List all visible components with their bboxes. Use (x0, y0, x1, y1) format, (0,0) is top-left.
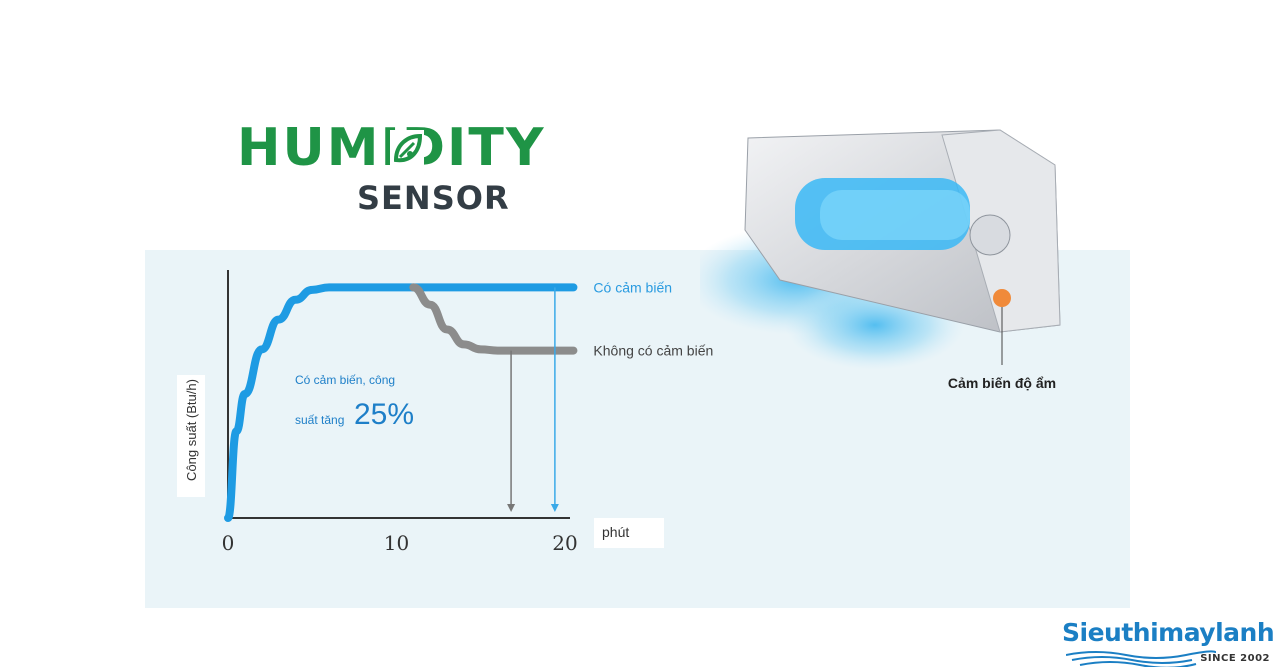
annotation-value: 25% (354, 398, 414, 431)
series-label-1: Không có cảm biến (593, 343, 713, 359)
annotation-line2: suất tăng (295, 413, 344, 427)
air-conditioner-image: Cảm biến độ ẩm (700, 129, 1061, 391)
wave-icon (1066, 650, 1216, 667)
xlabel-box (594, 518, 664, 548)
logo-name: Sieuthimaylanh (1062, 618, 1275, 647)
x-tick-label-1: 10 (384, 531, 409, 555)
drop-arrow-1 (550, 504, 559, 512)
series-label-0: Có cảm biến (593, 279, 672, 295)
marker-layer (507, 287, 559, 512)
ylabel: Công suất (Btu/h) (184, 379, 199, 481)
sensor-dot (993, 289, 1011, 307)
device-label: Cảm biến độ ẩm (948, 375, 1056, 391)
tick-layer: 0 10 20 (222, 531, 578, 555)
sensor-subtitle: SENSOR (357, 179, 510, 217)
drop-arrow-0 (507, 504, 516, 512)
series-line-0 (224, 283, 578, 522)
sieuthimaylanh-logo: Sieuthimaylanh SINCE 2002 (1062, 620, 1276, 668)
x-tick-label-2: 20 (552, 531, 577, 555)
x-tick-label-0: 0 (222, 531, 235, 555)
ylabel-box (177, 375, 205, 497)
annotation-line1: Có cảm biến, công (295, 373, 395, 387)
series-line-1 (409, 283, 578, 355)
xlabel: phút (602, 524, 629, 540)
logo-since: SINCE 2002 (1200, 653, 1270, 664)
leaf-icon (390, 130, 424, 170)
